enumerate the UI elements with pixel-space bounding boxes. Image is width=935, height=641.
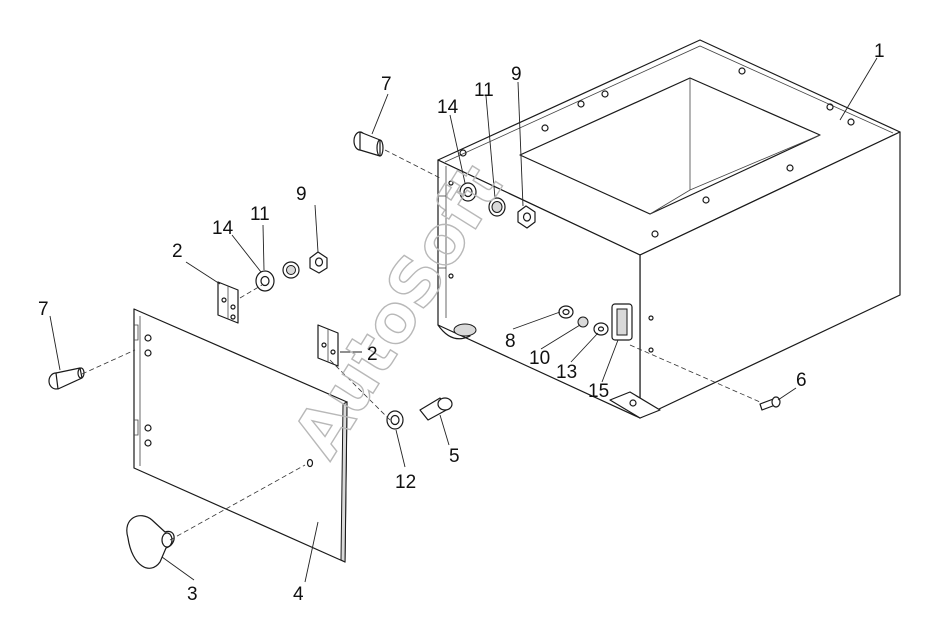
- small-screw: [759, 396, 781, 411]
- hinge-upper: [217, 281, 239, 324]
- hinge-lower: [317, 324, 339, 367]
- callout-5: 5: [449, 446, 460, 467]
- callout-3: 3: [187, 584, 198, 605]
- callout-9-left: 9: [296, 184, 307, 205]
- bolt-upper: [353, 131, 384, 157]
- stud-bolt: [386, 397, 453, 430]
- callout-10: 10: [529, 348, 550, 369]
- housing-fasteners: [459, 182, 536, 229]
- bolt-left: [48, 367, 85, 390]
- housing-box: [437, 39, 901, 419]
- callout-4: 4: [293, 584, 304, 605]
- callout-14-top: 14: [437, 97, 459, 118]
- assembly-axis-lines: [81, 149, 761, 541]
- left-fasteners: [255, 251, 328, 292]
- callout-12: 12: [395, 472, 416, 493]
- callout-13: 13: [556, 362, 577, 383]
- callout-7-top: 7: [381, 74, 392, 95]
- callout-9-top: 9: [511, 64, 522, 85]
- callout-1: 1: [874, 41, 885, 62]
- callout-11-left: 11: [250, 204, 270, 225]
- latch-assembly: [558, 303, 633, 341]
- callout-6: 6: [796, 370, 807, 391]
- callout-leaders: [49, 57, 878, 583]
- callout-7-left: 7: [38, 299, 49, 320]
- knob: [126, 515, 175, 569]
- callout-14-left: 14: [212, 218, 234, 239]
- door-panel: [133, 308, 348, 563]
- callout-15: 15: [588, 381, 609, 402]
- callout-8: 8: [505, 331, 516, 352]
- callout-11-top: 11: [474, 80, 494, 101]
- callout-2-upper: 2: [172, 241, 183, 262]
- callout-numbers: 1 2 2 3 4 5 6 7 7 9 9 11 11 14 14 8 10 1…: [38, 41, 885, 605]
- callout-2-lower: 2: [367, 344, 378, 365]
